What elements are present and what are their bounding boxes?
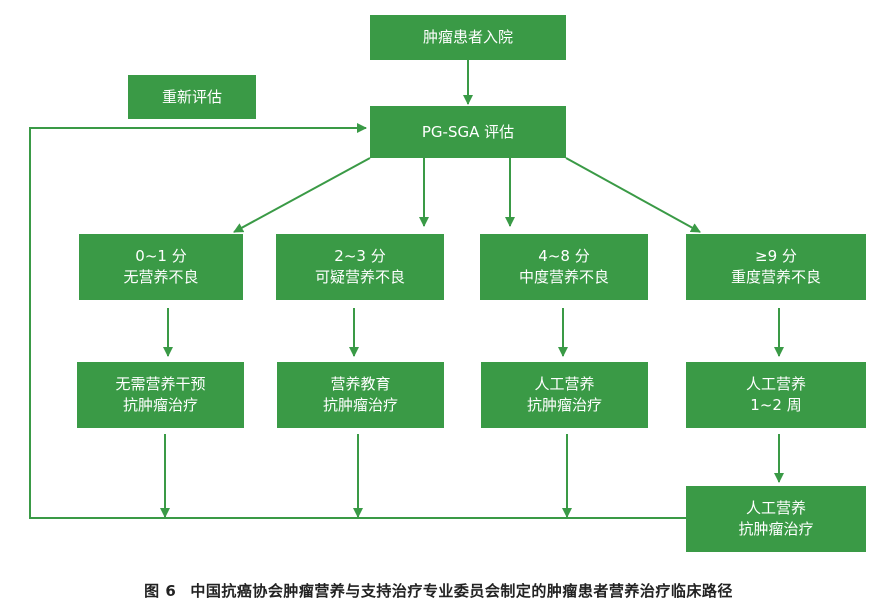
node-treat0: 无需营养干预 抗肿瘤治疗 [77, 362, 244, 428]
node-reassess: 重新评估 [128, 75, 256, 119]
figure-number: 图 6 [144, 582, 177, 600]
node-score4: 4~8 分 中度营养不良 [480, 234, 648, 300]
node-treat4: 人工营养 抗肿瘤治疗 [481, 362, 648, 428]
node-pgsga-label: PG-SGA 评估 [421, 122, 515, 141]
node-pgsga: PG-SGA 评估 [370, 106, 566, 158]
node-score4-line1: 4~8 分 [538, 247, 590, 265]
node-treat4-line1: 人工营养 [534, 375, 595, 393]
node-score4-line2: 中度营养不良 [518, 268, 609, 286]
node-score2: 2~3 分 可疑营养不良 [276, 234, 444, 300]
node-treat9a-line1: 人工营养 [745, 375, 806, 393]
figure-caption-text: 中国抗癌协会肿瘤营养与支持治疗专业委员会制定的肿瘤患者营养治疗临床路径 [190, 582, 733, 600]
node-score9-line2: 重度营养不良 [730, 268, 821, 286]
node-score9-line1: ≥9 分 [755, 247, 797, 265]
node-treat2: 营养教育 抗肿瘤治疗 [277, 362, 444, 428]
node-score2-line2: 可疑营养不良 [314, 268, 405, 286]
figure-caption: 图 6 中国抗癌协会肿瘤营养与支持治疗专业委员会制定的肿瘤患者营养治疗临床路径 [0, 580, 877, 601]
node-treat9a: 人工营养 1~2 周 [686, 362, 866, 428]
node-score2-line1: 2~3 分 [334, 247, 386, 265]
node-score0: 0~1 分 无营养不良 [79, 234, 243, 300]
node-admission-label: 肿瘤患者入院 [422, 28, 513, 46]
node-treat0-line2: 抗肿瘤治疗 [122, 396, 198, 414]
node-treat0-line1: 无需营养干预 [115, 375, 206, 393]
feedback-loop-line [29, 123, 686, 519]
arrow-pgsga-to-score0 [233, 157, 371, 233]
node-treat9b-line2: 抗肿瘤治疗 [738, 520, 814, 538]
arrow-pgsga-to-score9 [565, 157, 701, 233]
node-treat4-line2: 抗肿瘤治疗 [526, 396, 602, 414]
node-treat2-line1: 营养教育 [330, 375, 391, 393]
node-score0-line2: 无营养不良 [123, 268, 199, 286]
node-score9: ≥9 分 重度营养不良 [686, 234, 866, 300]
node-treat9b: 人工营养 抗肿瘤治疗 [686, 486, 866, 552]
node-reassess-label: 重新评估 [161, 87, 222, 106]
node-treat2-line2: 抗肿瘤治疗 [322, 396, 398, 414]
node-treat9b-line1: 人工营养 [745, 499, 806, 517]
node-admission: 肿瘤患者入院 [370, 15, 566, 60]
node-treat9a-line2: 1~2 周 [750, 396, 802, 414]
node-score0-line1: 0~1 分 [135, 247, 187, 265]
